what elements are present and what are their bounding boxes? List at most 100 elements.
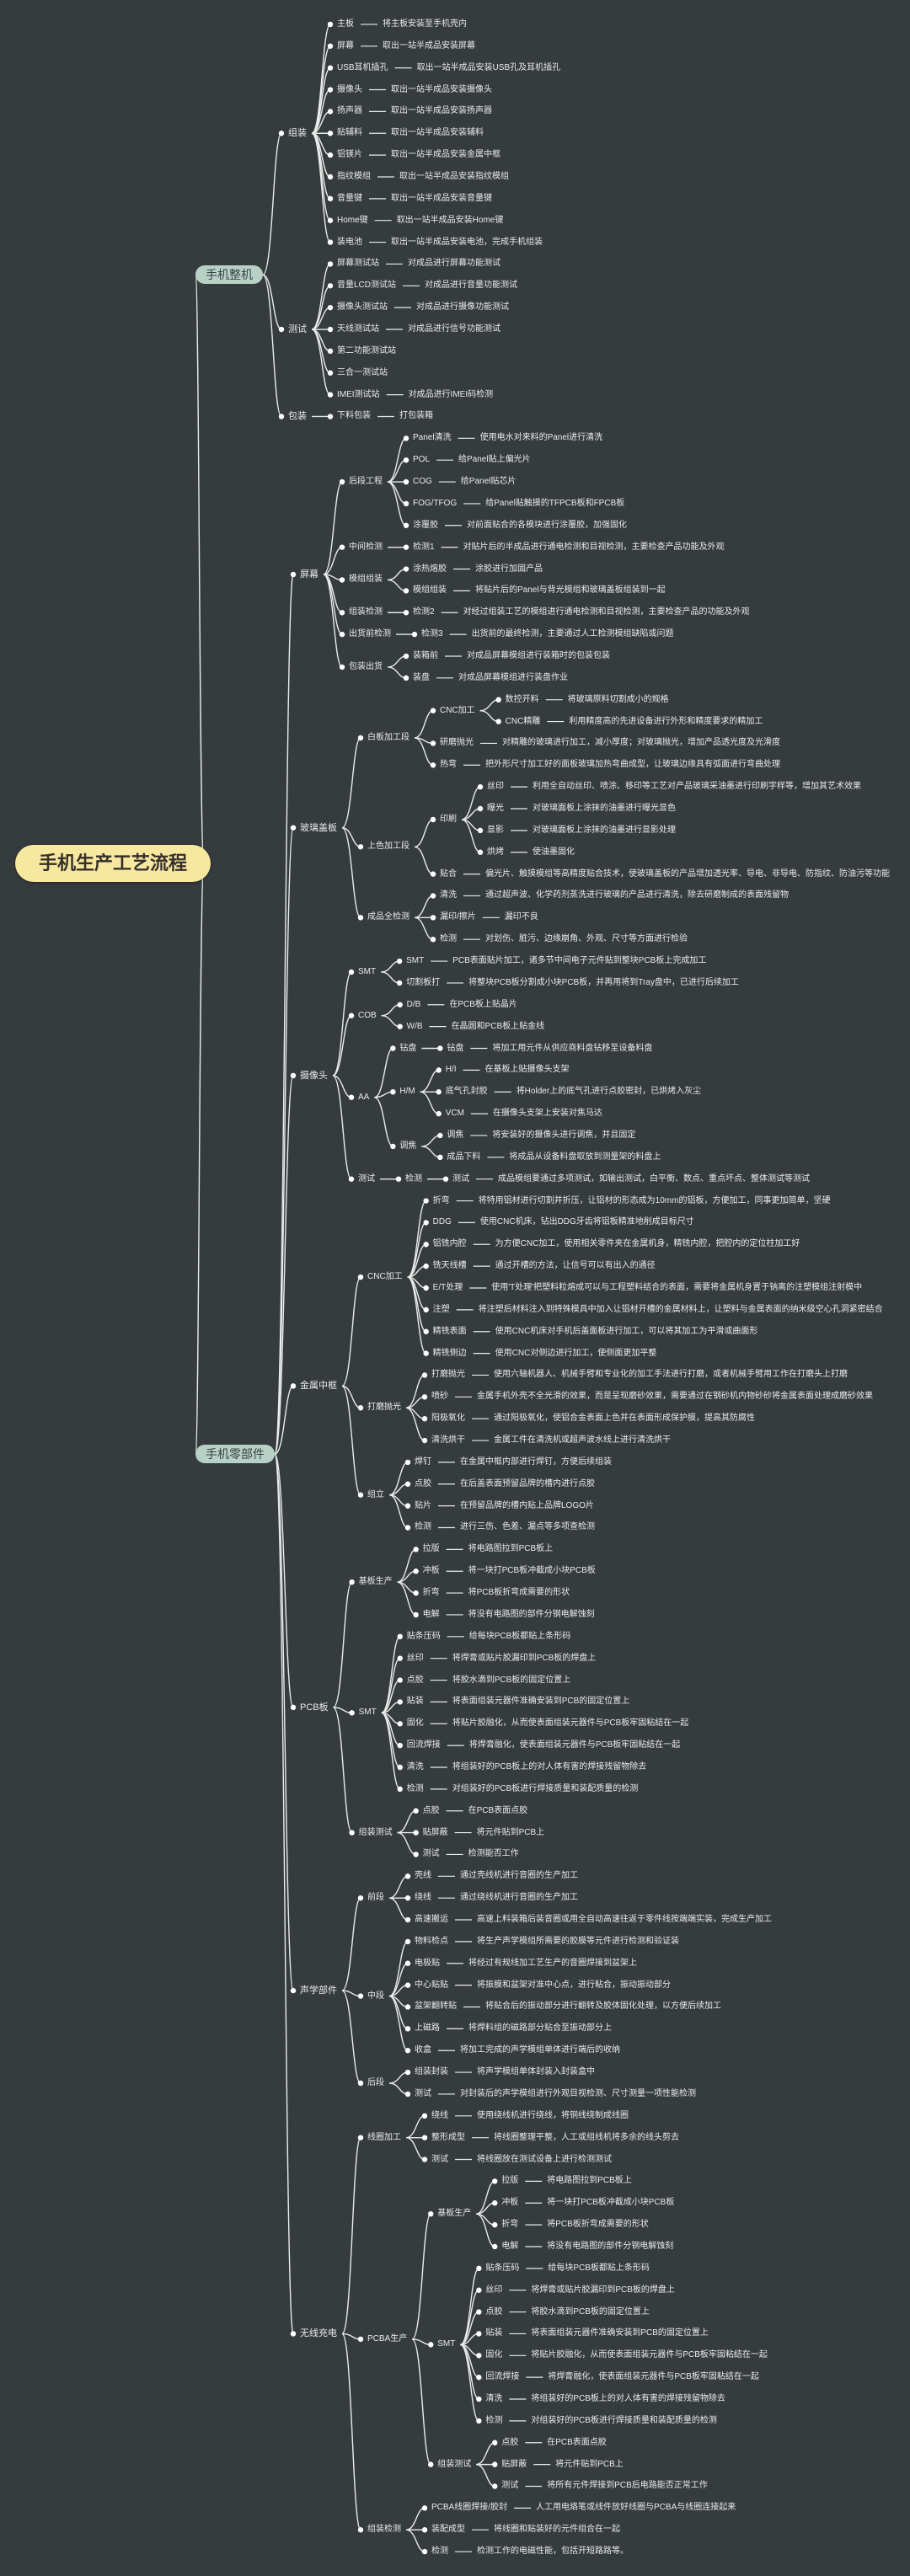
node-description[interactable]: 在基板上贴摄像头支架 <box>484 1065 570 1075</box>
node-label[interactable]: 测试 <box>422 1849 440 1859</box>
node-label[interactable]: CNC加工 <box>367 1272 403 1282</box>
node-description[interactable]: 取出一站半成品安装辅料 <box>391 128 484 138</box>
node-description[interactable]: 利用全自动丝印、喷涂、移印等工艺对产品玻璃采油墨进行印刷字样等，增加其艺术效果 <box>533 782 861 792</box>
node-description[interactable]: 在PCB板上贴晶片 <box>449 999 517 1009</box>
node-label[interactable]: 丝印 <box>485 2285 503 2295</box>
node-label[interactable]: 组装 <box>288 128 307 139</box>
node-label[interactable]: PCBA线圈焊接/胶封 <box>431 2503 508 2513</box>
node-label[interactable]: 组装检测 <box>349 607 383 617</box>
node-label[interactable]: 屏幕 <box>337 40 354 51</box>
node-label[interactable]: E/T处理 <box>432 1283 463 1292</box>
node-label[interactable]: 测试 <box>501 2481 519 2491</box>
node-description[interactable]: 取出一站半成品安装USB孔及耳机插孔 <box>416 62 561 72</box>
node-label[interactable]: 高速搬运 <box>415 1915 448 1925</box>
node-label[interactable]: 物料检点 <box>415 1936 448 1946</box>
node-label[interactable]: 检测2 <box>413 607 435 617</box>
node-label[interactable]: 清洗 <box>406 1761 424 1772</box>
node-label[interactable]: 装配成型 <box>431 2525 465 2535</box>
node-label[interactable]: COG <box>413 477 432 487</box>
node-label[interactable]: AA <box>358 1092 370 1102</box>
node-label[interactable]: 拉版 <box>422 1544 440 1554</box>
node-label[interactable]: 屏幕 <box>300 569 318 580</box>
node-label[interactable]: 摄像头 <box>337 84 362 94</box>
node-description[interactable]: 使用CNC对侧边进行加工，使侧面更加平整 <box>495 1348 657 1358</box>
node-description[interactable]: 给Panel贴芯片 <box>460 477 517 487</box>
node-label[interactable]: 上色加工段 <box>367 842 410 852</box>
node-label[interactable]: 贴装 <box>406 1697 424 1707</box>
node-label[interactable]: H/M <box>399 1087 415 1097</box>
node-description[interactable]: 将没有电路图的部件分钢电解蚀刻 <box>547 2241 674 2251</box>
node-label[interactable]: 金属中框 <box>300 1381 337 1392</box>
node-label[interactable]: 模组组装 <box>413 585 447 596</box>
node-description[interactable]: 将贴片胶融化，从而使表面组装元器件与PCB板牢固粘结在一起 <box>452 1718 689 1729</box>
node-label[interactable]: 拉版 <box>501 2176 519 2186</box>
node-label[interactable]: 整形成型 <box>431 2132 465 2142</box>
node-label[interactable]: 钻盘 <box>399 1043 417 1053</box>
node-label[interactable]: 注塑 <box>432 1304 450 1314</box>
node-label[interactable]: 焊钉 <box>415 1456 431 1467</box>
node-description[interactable]: 打包装箱 <box>399 411 433 421</box>
node-label[interactable]: 音量LCD测试站 <box>337 281 397 291</box>
node-description[interactable]: 取出一站半成品安装摄像头 <box>391 84 492 94</box>
node-label[interactable]: 打磨抛光 <box>431 1370 465 1380</box>
node-label[interactable]: 精铣表面 <box>432 1326 467 1336</box>
node-description[interactable]: 偏光片、触摸模组等高精度贴合技术，使玻璃盖板的产品增加透光率、导电、非导电、防指… <box>485 868 890 879</box>
node-description[interactable]: 在预留品牌的槽内贴上品牌LOGO片 <box>460 1500 594 1510</box>
node-label[interactable]: 玻璃盖板 <box>300 822 337 833</box>
node-description[interactable]: 对成品进行屏幕功能测试 <box>408 259 500 269</box>
node-label[interactable]: 扬声器 <box>337 106 362 116</box>
node-description[interactable]: 将电路图拉到PCB板上 <box>468 1544 554 1554</box>
node-description[interactable]: 取出一站半成品安装音量键 <box>391 193 492 203</box>
node-label[interactable]: 下料包装 <box>337 411 371 421</box>
node-description[interactable]: 对精雕的玻璃进行加工，减小厚度；对玻璃抛光，增加产品透光度及光滑度 <box>502 738 780 748</box>
node-description[interactable]: 将焊料组的磁路部分贴合至振动部分上 <box>468 2023 612 2034</box>
node-description[interactable]: 将声学模组单体封装入封装盒中 <box>477 2067 595 2077</box>
node-label[interactable]: CNC精雕 <box>505 716 541 726</box>
node-description[interactable]: 将线圈放在测试设备上进行检测测试 <box>477 2154 612 2164</box>
node-label[interactable]: 贴条压码 <box>485 2263 520 2273</box>
node-description[interactable]: 将整块PCB板分割成小块PCB板，并再用将到Tray盘中，已进行后续加工 <box>468 977 739 987</box>
node-label[interactable]: 中心贴贴 <box>415 1980 448 1990</box>
node-description[interactable]: PCB表面贴片加工，诸多节中间电子元件贴到整块PCB板上完成加工 <box>452 956 707 966</box>
node-label[interactable]: 指纹模组 <box>337 171 371 181</box>
node-label[interactable]: 组立 <box>367 1489 384 1499</box>
node-label[interactable]: 上磁路 <box>415 2023 440 2034</box>
node-label[interactable]: 壳线 <box>415 1871 431 1881</box>
node-label[interactable]: 漏印/擦片 <box>440 912 476 922</box>
node-label[interactable]: 铝镁片 <box>337 150 362 160</box>
node-description[interactable]: 将注塑后材料注入到特殊模具中加入让铝材开槽的金属材料上，让塑料与金属表面的纳米级… <box>478 1304 883 1314</box>
node-description[interactable]: 对组装好的PCB板进行焊接质量和装配质量的检测 <box>452 1783 639 1793</box>
category-node[interactable]: 手机零部件 <box>195 1445 275 1464</box>
node-description[interactable]: 涂胶进行加固产品 <box>475 564 543 574</box>
node-description[interactable]: 将安装好的摄像头进行调焦，并且固定 <box>492 1130 636 1140</box>
node-label[interactable]: 印刷 <box>440 814 457 824</box>
node-description[interactable]: 给Panel贴触摸的TFPCB板和FPCB板 <box>485 498 625 508</box>
node-description[interactable]: 对成品进行摄像功能测试 <box>416 302 509 313</box>
node-description[interactable]: 使用CNC机床对手机后盖面板进行加工，可以将其加工为平滑或曲面形 <box>495 1326 758 1336</box>
node-label[interactable]: 中段 <box>367 1991 384 2001</box>
node-label[interactable]: 绕线 <box>431 2110 448 2120</box>
node-description[interactable]: 检测工作的电磁性能，包括开短路路等。 <box>477 2547 629 2557</box>
node-label[interactable]: COB <box>358 1010 377 1020</box>
node-label[interactable]: D/B <box>406 999 421 1009</box>
node-description[interactable]: 检测能否工作 <box>468 1849 519 1859</box>
node-label[interactable]: 无线充电 <box>300 2328 337 2339</box>
node-label[interactable]: 装箱前 <box>413 650 438 660</box>
node-label[interactable]: 点胶 <box>422 1805 440 1815</box>
node-label[interactable]: 调焦 <box>447 1130 464 1140</box>
node-label[interactable]: W/B <box>406 1021 423 1031</box>
node-label[interactable]: PCB板 <box>300 1702 329 1713</box>
node-description[interactable]: 对划伤、脏污、边缘崩角、外观、尺寸等方面进行检验 <box>485 934 688 944</box>
node-label[interactable]: 组装测试 <box>437 2459 472 2469</box>
node-label[interactable]: 第二功能测试站 <box>337 345 396 355</box>
node-description[interactable]: 将表面组装元器件准确安装到PCB的固定位置上 <box>531 2328 709 2338</box>
node-description[interactable]: 将表面组装元器件准确安装到PCB的固定位置上 <box>452 1697 630 1707</box>
node-label[interactable]: 后段工程 <box>349 477 383 487</box>
node-label[interactable]: 清洗 <box>440 890 457 901</box>
node-description[interactable]: 在后盖表面预留品牌的槽内进行点胶 <box>460 1478 595 1488</box>
node-label[interactable]: 阳极氧化 <box>431 1414 465 1424</box>
node-description[interactable]: 使油墨固化 <box>533 847 575 857</box>
node-label[interactable]: 测试 <box>415 2088 431 2098</box>
node-label[interactable]: 电极贴 <box>415 1958 440 1968</box>
node-description[interactable]: 将特用铝材进行切割并折压，让铝材的形态成为10mm的铝板，方便加工，同事更加简单… <box>478 1195 831 1205</box>
